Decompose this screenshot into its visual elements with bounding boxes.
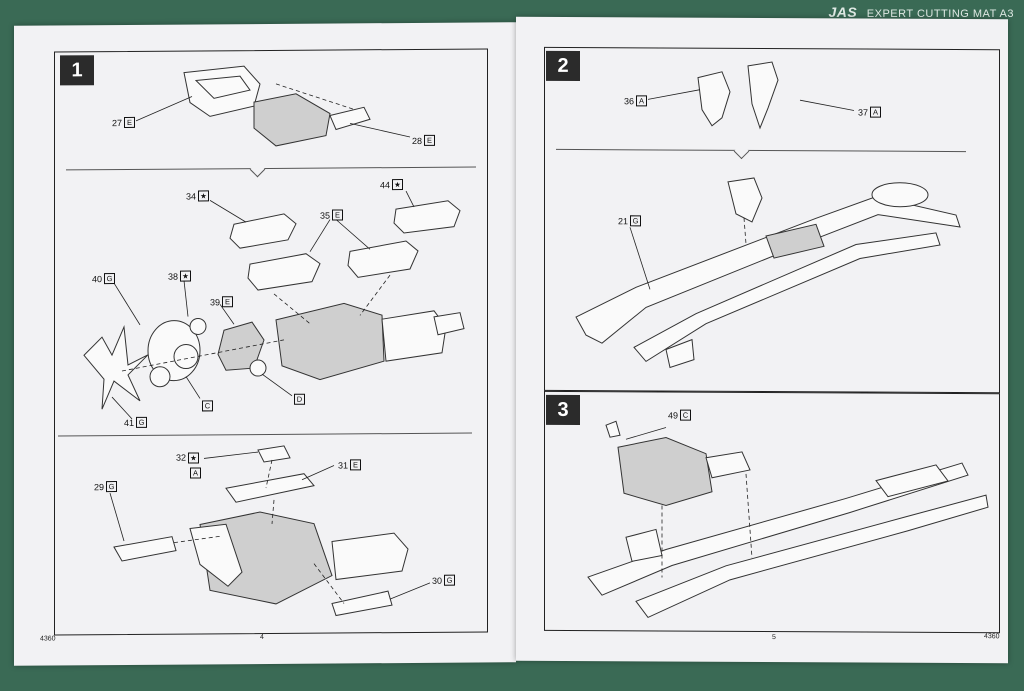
footer-kit-code: 4360 xyxy=(984,633,1000,641)
sprue-code: E xyxy=(222,296,234,308)
part-number: 35 xyxy=(320,210,331,221)
sprue-code: ★ xyxy=(188,452,200,464)
mat-label-text: EXPERT CUTTING MAT A3 xyxy=(866,8,1014,20)
callout-part-44: 44 ★ xyxy=(380,179,404,191)
callout-part-38: 38 ★ xyxy=(168,270,192,282)
sprue-code: ★ xyxy=(198,190,210,202)
callout-part-37: 37 A xyxy=(858,106,882,118)
sprue-code: G xyxy=(444,574,456,586)
sprue-code: A xyxy=(190,467,201,479)
sprue-code: C xyxy=(680,409,692,421)
part-number: 40 xyxy=(92,273,103,284)
callout-part-36: 36 A xyxy=(624,95,648,107)
cutting-mat-label: JAS EXPERT CUTTING MAT A3 xyxy=(828,4,1014,20)
assembly-illustration xyxy=(83,65,465,617)
sprue-code: G xyxy=(104,273,116,285)
part-number: 29 xyxy=(94,481,105,492)
sprue-code: D xyxy=(294,393,305,405)
callout-part-31: 31 E xyxy=(338,459,362,471)
part-number: 30 xyxy=(432,575,443,586)
callout-part-32: 32 ★ A xyxy=(176,452,201,479)
sprue-code: A xyxy=(870,106,882,118)
instruction-page-right: 2 3 36 A 37 A 21 xyxy=(516,16,1008,664)
callout-part-39: 39 E xyxy=(210,296,234,308)
sprue-code: E xyxy=(332,209,344,221)
callout-part-35: 35 E xyxy=(320,209,344,221)
callout-part-c: C xyxy=(202,400,213,412)
sprue-code: E xyxy=(124,116,136,128)
page-number: 5 xyxy=(772,634,776,642)
instruction-page-left: 1 xyxy=(14,22,516,666)
sprue-code: ★ xyxy=(180,270,192,282)
sprue-code: E xyxy=(350,459,362,471)
mat-logo: JAS xyxy=(828,4,858,20)
part-number: 37 xyxy=(858,107,869,118)
part-number: 34 xyxy=(186,190,197,202)
sprue-code: A xyxy=(636,95,648,107)
part-number: 44 xyxy=(380,179,391,190)
assembly-illustration xyxy=(575,61,989,619)
sprue-code: ★ xyxy=(392,179,404,191)
part-number: 27 xyxy=(112,117,123,128)
part-number: 49 xyxy=(668,410,679,421)
callout-part-30: 30 G xyxy=(432,574,456,586)
sprue-code: G xyxy=(136,416,148,428)
callout-part-29: 29 G xyxy=(94,481,118,493)
callout-part-49: 49 C xyxy=(668,409,692,421)
callout-part-27: 27 E xyxy=(112,116,136,128)
sprue-code: C xyxy=(202,400,213,412)
sprue-code: E xyxy=(424,134,436,146)
part-number: 31 xyxy=(338,459,349,470)
part-number: 28 xyxy=(412,135,423,146)
callout-part-d: D xyxy=(294,393,305,405)
page-number: 4 xyxy=(260,634,264,642)
sprue-code: G xyxy=(630,215,642,227)
part-number: 38 xyxy=(168,271,179,282)
part-number: 41 xyxy=(124,417,135,428)
callout-part-41: 41 G xyxy=(124,416,148,428)
part-number: 21 xyxy=(618,215,629,226)
part-number: 39 xyxy=(210,296,221,307)
part-number: 32 xyxy=(176,452,187,463)
callout-part-34: 34 ★ xyxy=(186,190,210,202)
callout-part-28: 28 E xyxy=(412,134,436,146)
part-number: 36 xyxy=(624,95,635,106)
callout-row: 32 ★ xyxy=(176,452,200,464)
callout-part-21: 21 G xyxy=(618,215,642,227)
sprue-code: G xyxy=(106,481,118,493)
callout-part-40: 40 G xyxy=(92,273,116,285)
footer-kit-code: 4360 xyxy=(40,635,56,643)
